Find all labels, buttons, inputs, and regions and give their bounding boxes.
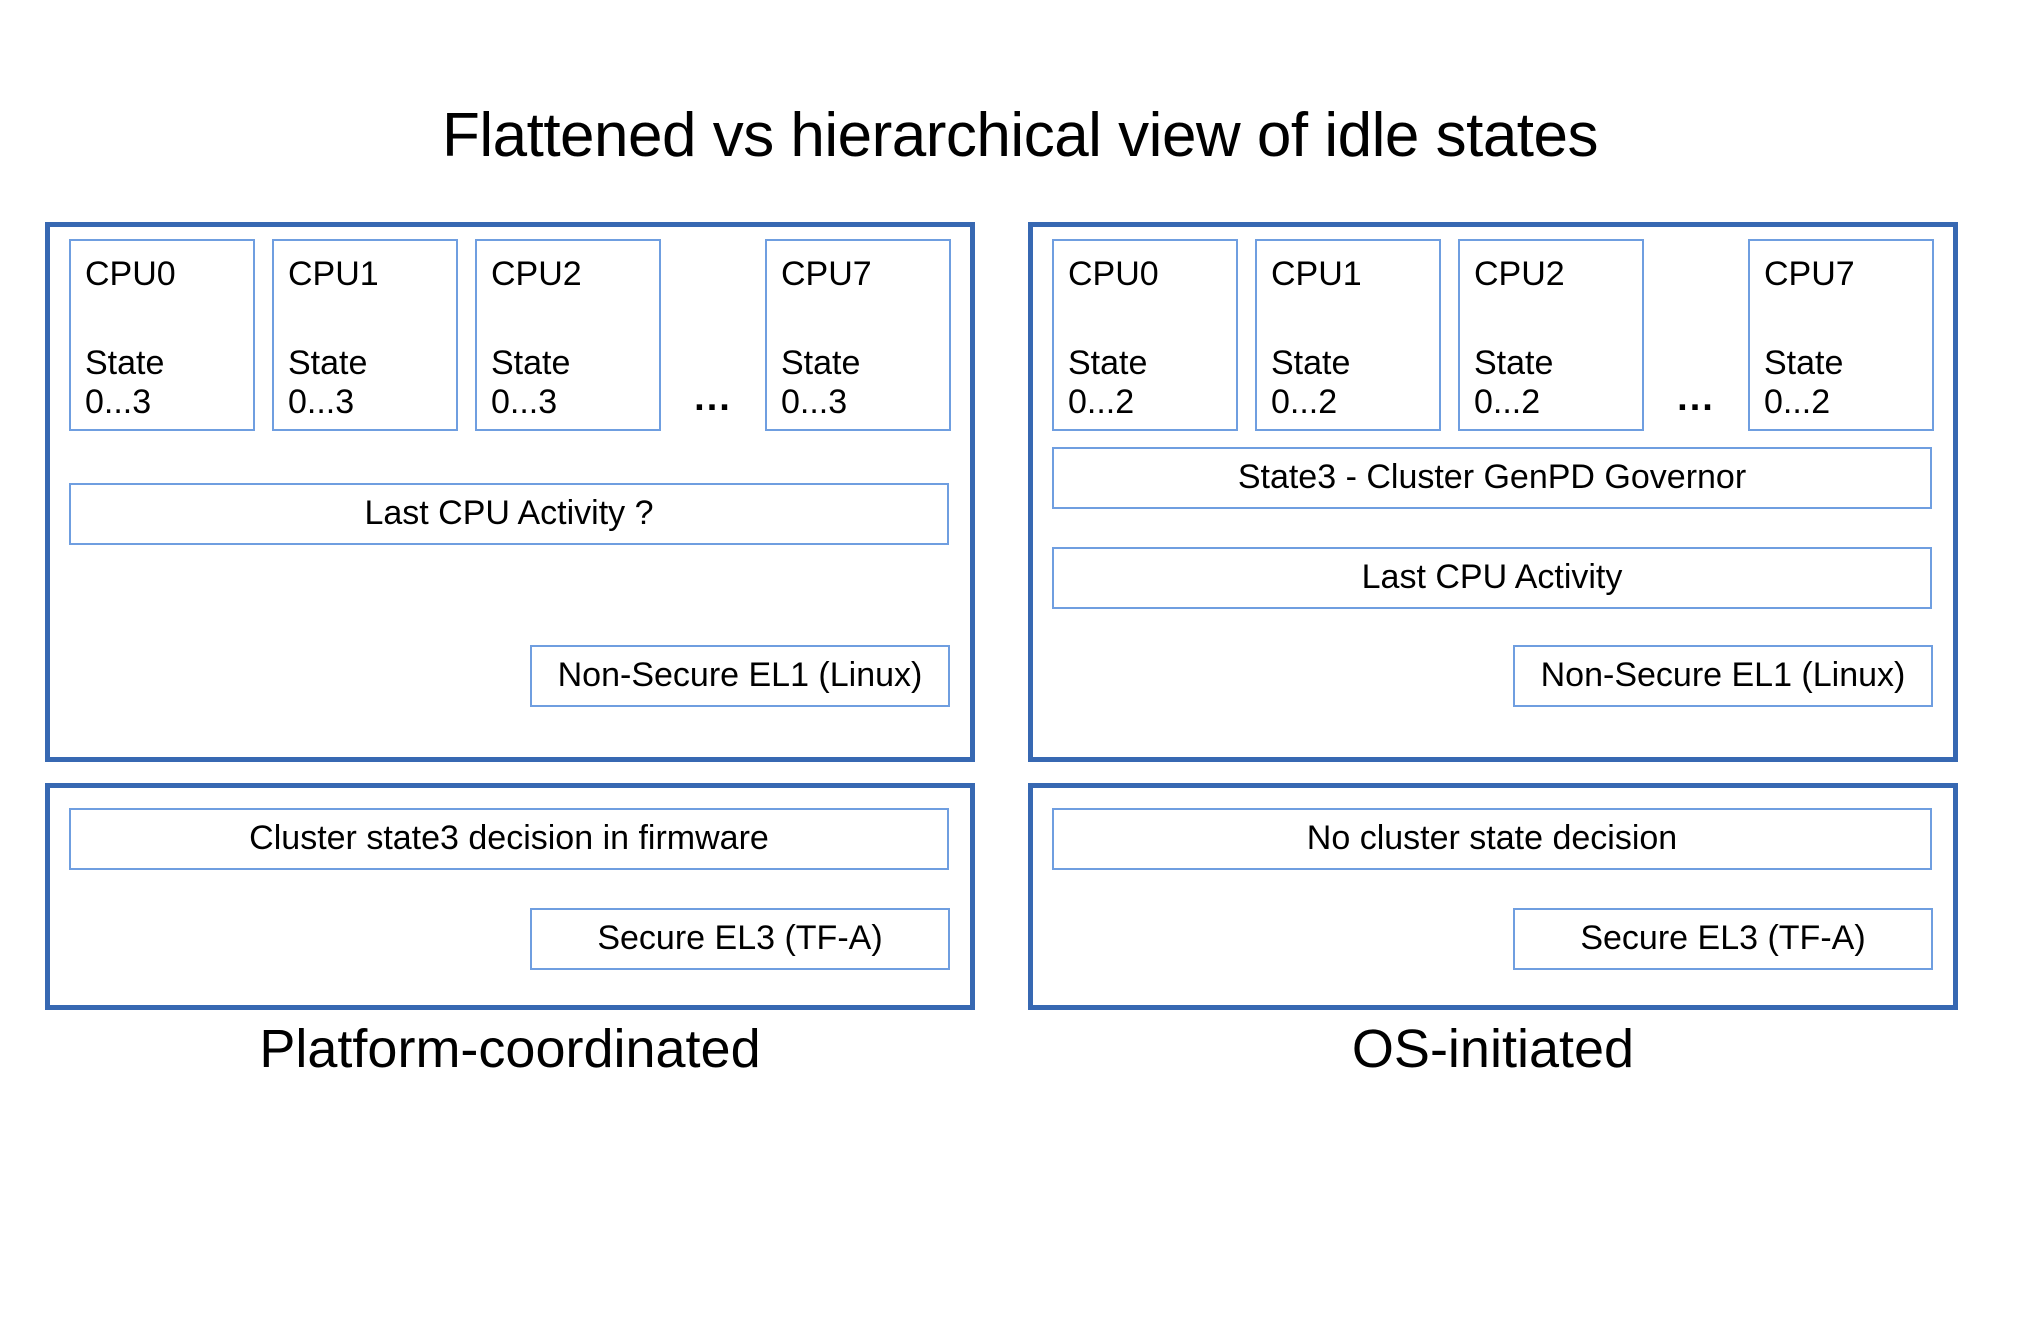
cpu-state-range: 0...3 bbox=[288, 383, 355, 422]
left-exception-level-el3-label: Secure EL3 (TF-A) bbox=[530, 908, 950, 970]
cpu-name: CPU7 bbox=[781, 255, 872, 293]
right-cluster-genpd-governor-box: State3 - Cluster GenPD Governor bbox=[1052, 447, 1932, 509]
right-cpu-box-cpu1: CPU1 State 0...2 bbox=[1255, 239, 1441, 431]
left-last-cpu-activity-box: Last CPU Activity ? bbox=[69, 483, 949, 545]
left-cpu-box-cpu2: CPU2 State 0...3 bbox=[475, 239, 661, 431]
cpu-state-label: State bbox=[781, 344, 861, 383]
cpu-state-label: State bbox=[1068, 344, 1148, 383]
cpu-name: CPU0 bbox=[85, 255, 176, 293]
cpu-state-range: 0...2 bbox=[1474, 383, 1541, 422]
left-os-panel: CPU0 State 0...3 CPU1 State 0...3 CPU2 S… bbox=[45, 222, 975, 762]
right-cpu-box-cpu0: CPU0 State 0...2 bbox=[1052, 239, 1238, 431]
cpu-state-label: State bbox=[1271, 344, 1351, 383]
right-cpu-ellipsis: ... bbox=[1677, 377, 1715, 419]
cpu-state-range: 0...2 bbox=[1068, 383, 1135, 422]
cpu-state-range: 0...2 bbox=[1764, 383, 1831, 422]
right-cpu-box-cpu2: CPU2 State 0...2 bbox=[1458, 239, 1644, 431]
left-firmware-panel: Cluster state3 decision in firmware Secu… bbox=[45, 783, 975, 1010]
left-cluster-decision-box: Cluster state3 decision in firmware bbox=[69, 808, 949, 870]
cpu-state-label: State bbox=[288, 344, 368, 383]
right-os-panel: CPU0 State 0...2 CPU1 State 0...2 CPU2 S… bbox=[1028, 222, 1958, 762]
left-exception-level-el1-label: Non-Secure EL1 (Linux) bbox=[530, 645, 950, 707]
cpu-name: CPU2 bbox=[1474, 255, 1565, 293]
cpu-name: CPU0 bbox=[1068, 255, 1159, 293]
caption-os-initiated: OS-initiated bbox=[1351, 1019, 1635, 1079]
cpu-name: CPU1 bbox=[288, 255, 379, 293]
cpu-state-label: State bbox=[491, 344, 571, 383]
cpu-state-range: 0...3 bbox=[491, 383, 558, 422]
left-cpu-box-cpu0: CPU0 State 0...3 bbox=[69, 239, 255, 431]
right-cpu-box-cpu7: CPU7 State 0...2 bbox=[1748, 239, 1934, 431]
cpu-state-label: State bbox=[1474, 344, 1554, 383]
right-firmware-panel: No cluster state decision Secure EL3 (TF… bbox=[1028, 783, 1958, 1010]
right-cluster-decision-box: No cluster state decision bbox=[1052, 808, 1932, 870]
left-cpu-box-cpu1: CPU1 State 0...3 bbox=[272, 239, 458, 431]
cpu-state-range: 0...3 bbox=[781, 383, 848, 422]
cpu-state-label: State bbox=[85, 344, 165, 383]
cpu-state-range: 0...2 bbox=[1271, 383, 1338, 422]
left-cpu-box-cpu7: CPU7 State 0...3 bbox=[765, 239, 951, 431]
cpu-name: CPU2 bbox=[491, 255, 582, 293]
page-title: Flattened vs hierarchical view of idle s… bbox=[441, 101, 1599, 170]
left-cpu-ellipsis: ... bbox=[694, 377, 732, 419]
cpu-name: CPU7 bbox=[1764, 255, 1855, 293]
right-last-cpu-activity-box: Last CPU Activity bbox=[1052, 547, 1932, 609]
caption-platform-coordinated: Platform-coordinated bbox=[259, 1019, 761, 1079]
cpu-state-label: State bbox=[1764, 344, 1844, 383]
cpu-state-range: 0...3 bbox=[85, 383, 152, 422]
cpu-name: CPU1 bbox=[1271, 255, 1362, 293]
right-exception-level-el1-label: Non-Secure EL1 (Linux) bbox=[1513, 645, 1933, 707]
right-exception-level-el3-label: Secure EL3 (TF-A) bbox=[1513, 908, 1933, 970]
